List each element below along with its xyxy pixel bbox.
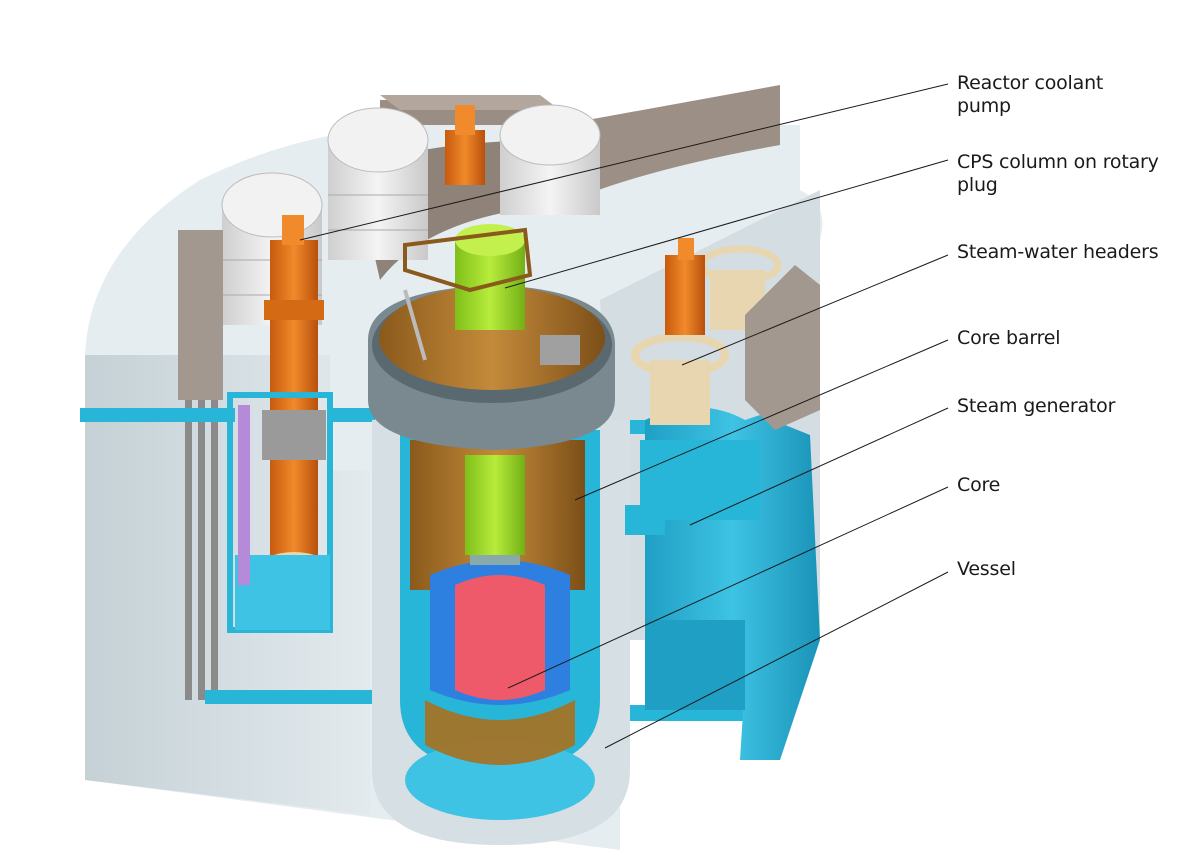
leader-line-vessel [604,571,949,749]
tank-center [327,107,429,260]
right-equipment [745,265,820,430]
leader-line-core [507,486,949,689]
leader-line-cps-column [504,159,949,289]
label-steam-water-headers: Steam-water headers [957,241,1159,263]
label-cps-column: CPS column on rotary plug [957,151,1159,196]
shield-wall [560,85,780,205]
leader-line-steam-generator [689,407,949,526]
left-coolant-pool [227,392,333,633]
label-steam-generator: Steam generator [957,395,1116,417]
tank-right [499,104,601,215]
steam-generator [625,407,820,760]
leader-line-steam-water-headers [681,254,949,366]
rotary-plug [368,285,615,450]
leader-lines [299,83,949,749]
top-deck [380,95,560,125]
cps-column-top [403,224,533,361]
leader-line-core-barrel [574,339,949,501]
cps-column-lower [465,455,525,565]
reactor-coolant-pump-right [665,238,705,335]
purple-rod [238,405,250,585]
label-core-barrel: Core barrel [957,327,1061,349]
label-vessel: Vessel [957,558,1016,580]
steam-water-headers [631,245,782,425]
label-reactor-coolant-pump: Reactor coolant pump [957,72,1104,117]
core [425,560,575,765]
pump-top [445,105,485,185]
label-core: Core [957,474,1001,496]
left-equipment [178,230,223,700]
leader-line-reactor-coolant-pump [299,83,949,241]
